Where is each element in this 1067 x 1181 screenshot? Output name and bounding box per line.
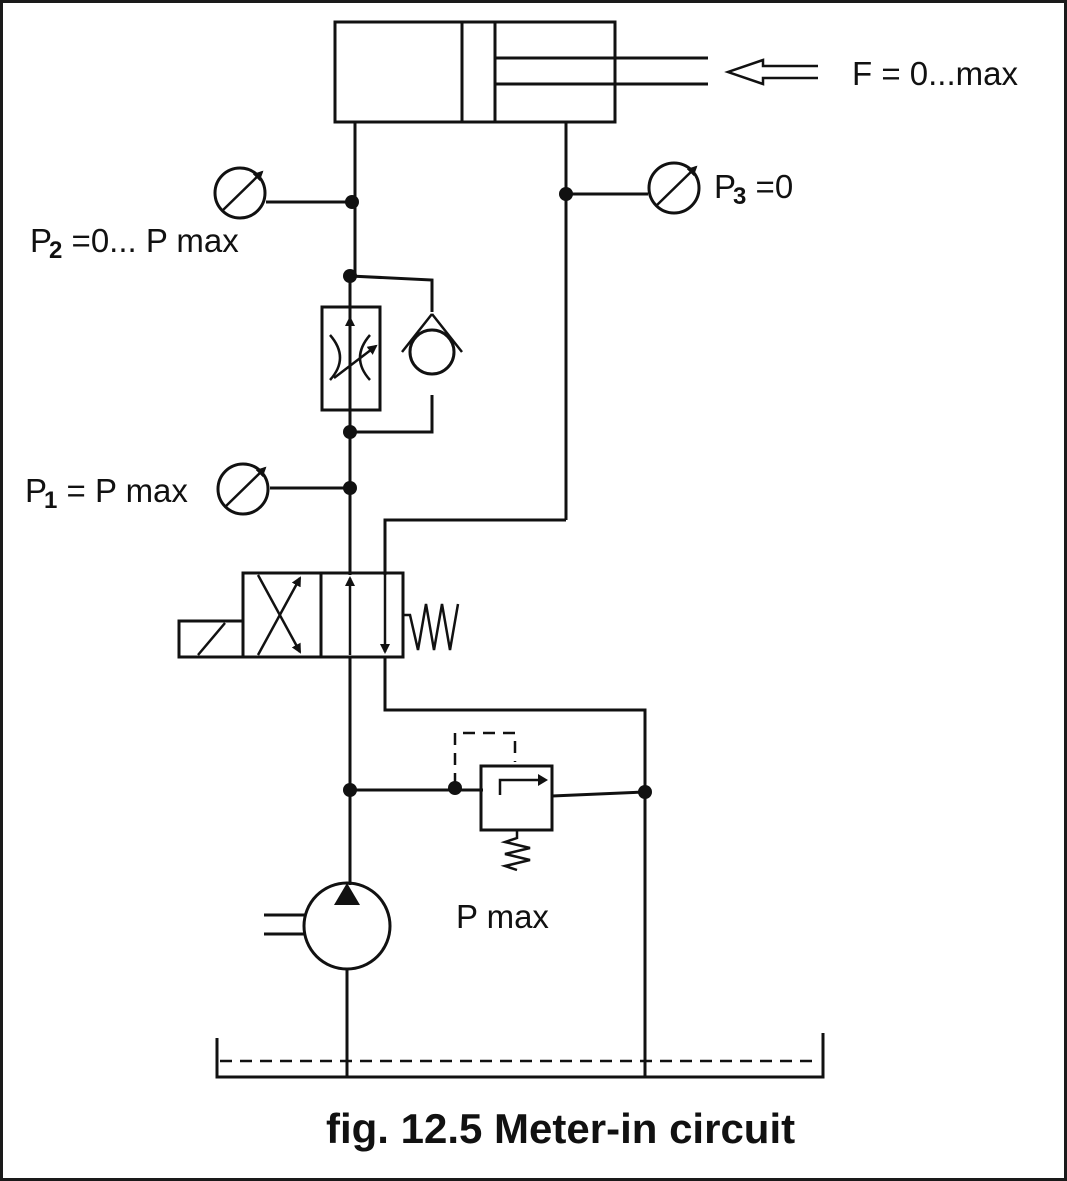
directional-control-valve — [241, 571, 405, 659]
hydraulic-pump — [264, 881, 392, 1077]
pressure-relief-valve — [479, 764, 554, 872]
p1-label: P1 = P max — [25, 472, 188, 514]
p2-label: P2 =0... P max — [30, 222, 239, 264]
junction-dot — [559, 187, 573, 201]
junction-dot — [448, 781, 462, 795]
pilot-line — [453, 731, 517, 785]
pressure-gauge-p3 — [566, 161, 701, 215]
p3-label: P3 =0 — [714, 168, 794, 210]
force-arrow-icon — [724, 58, 818, 86]
junction-dot — [343, 783, 357, 797]
relief-pressure-label: P max — [456, 898, 549, 935]
hydraulic-cylinder — [333, 20, 708, 124]
pressure-gauge-p1 — [216, 462, 350, 516]
return-line-jog — [383, 518, 566, 575]
flow-control-valve — [320, 269, 434, 439]
reservoir-tank — [215, 1033, 825, 1079]
spring-return — [403, 603, 460, 651]
junction-dot — [343, 481, 357, 495]
junction-dot — [638, 785, 652, 799]
tank-return-line — [383, 657, 647, 1077]
solenoid-actuator — [177, 619, 245, 659]
junction-dot — [345, 195, 359, 209]
check-valve — [401, 313, 463, 376]
relief-tank-line — [551, 790, 646, 798]
force-label: F = 0...max — [852, 55, 1018, 92]
pressure-gauge-p2 — [213, 166, 352, 220]
figure-caption: fig. 12.5 Meter-in circuit — [326, 1105, 796, 1152]
